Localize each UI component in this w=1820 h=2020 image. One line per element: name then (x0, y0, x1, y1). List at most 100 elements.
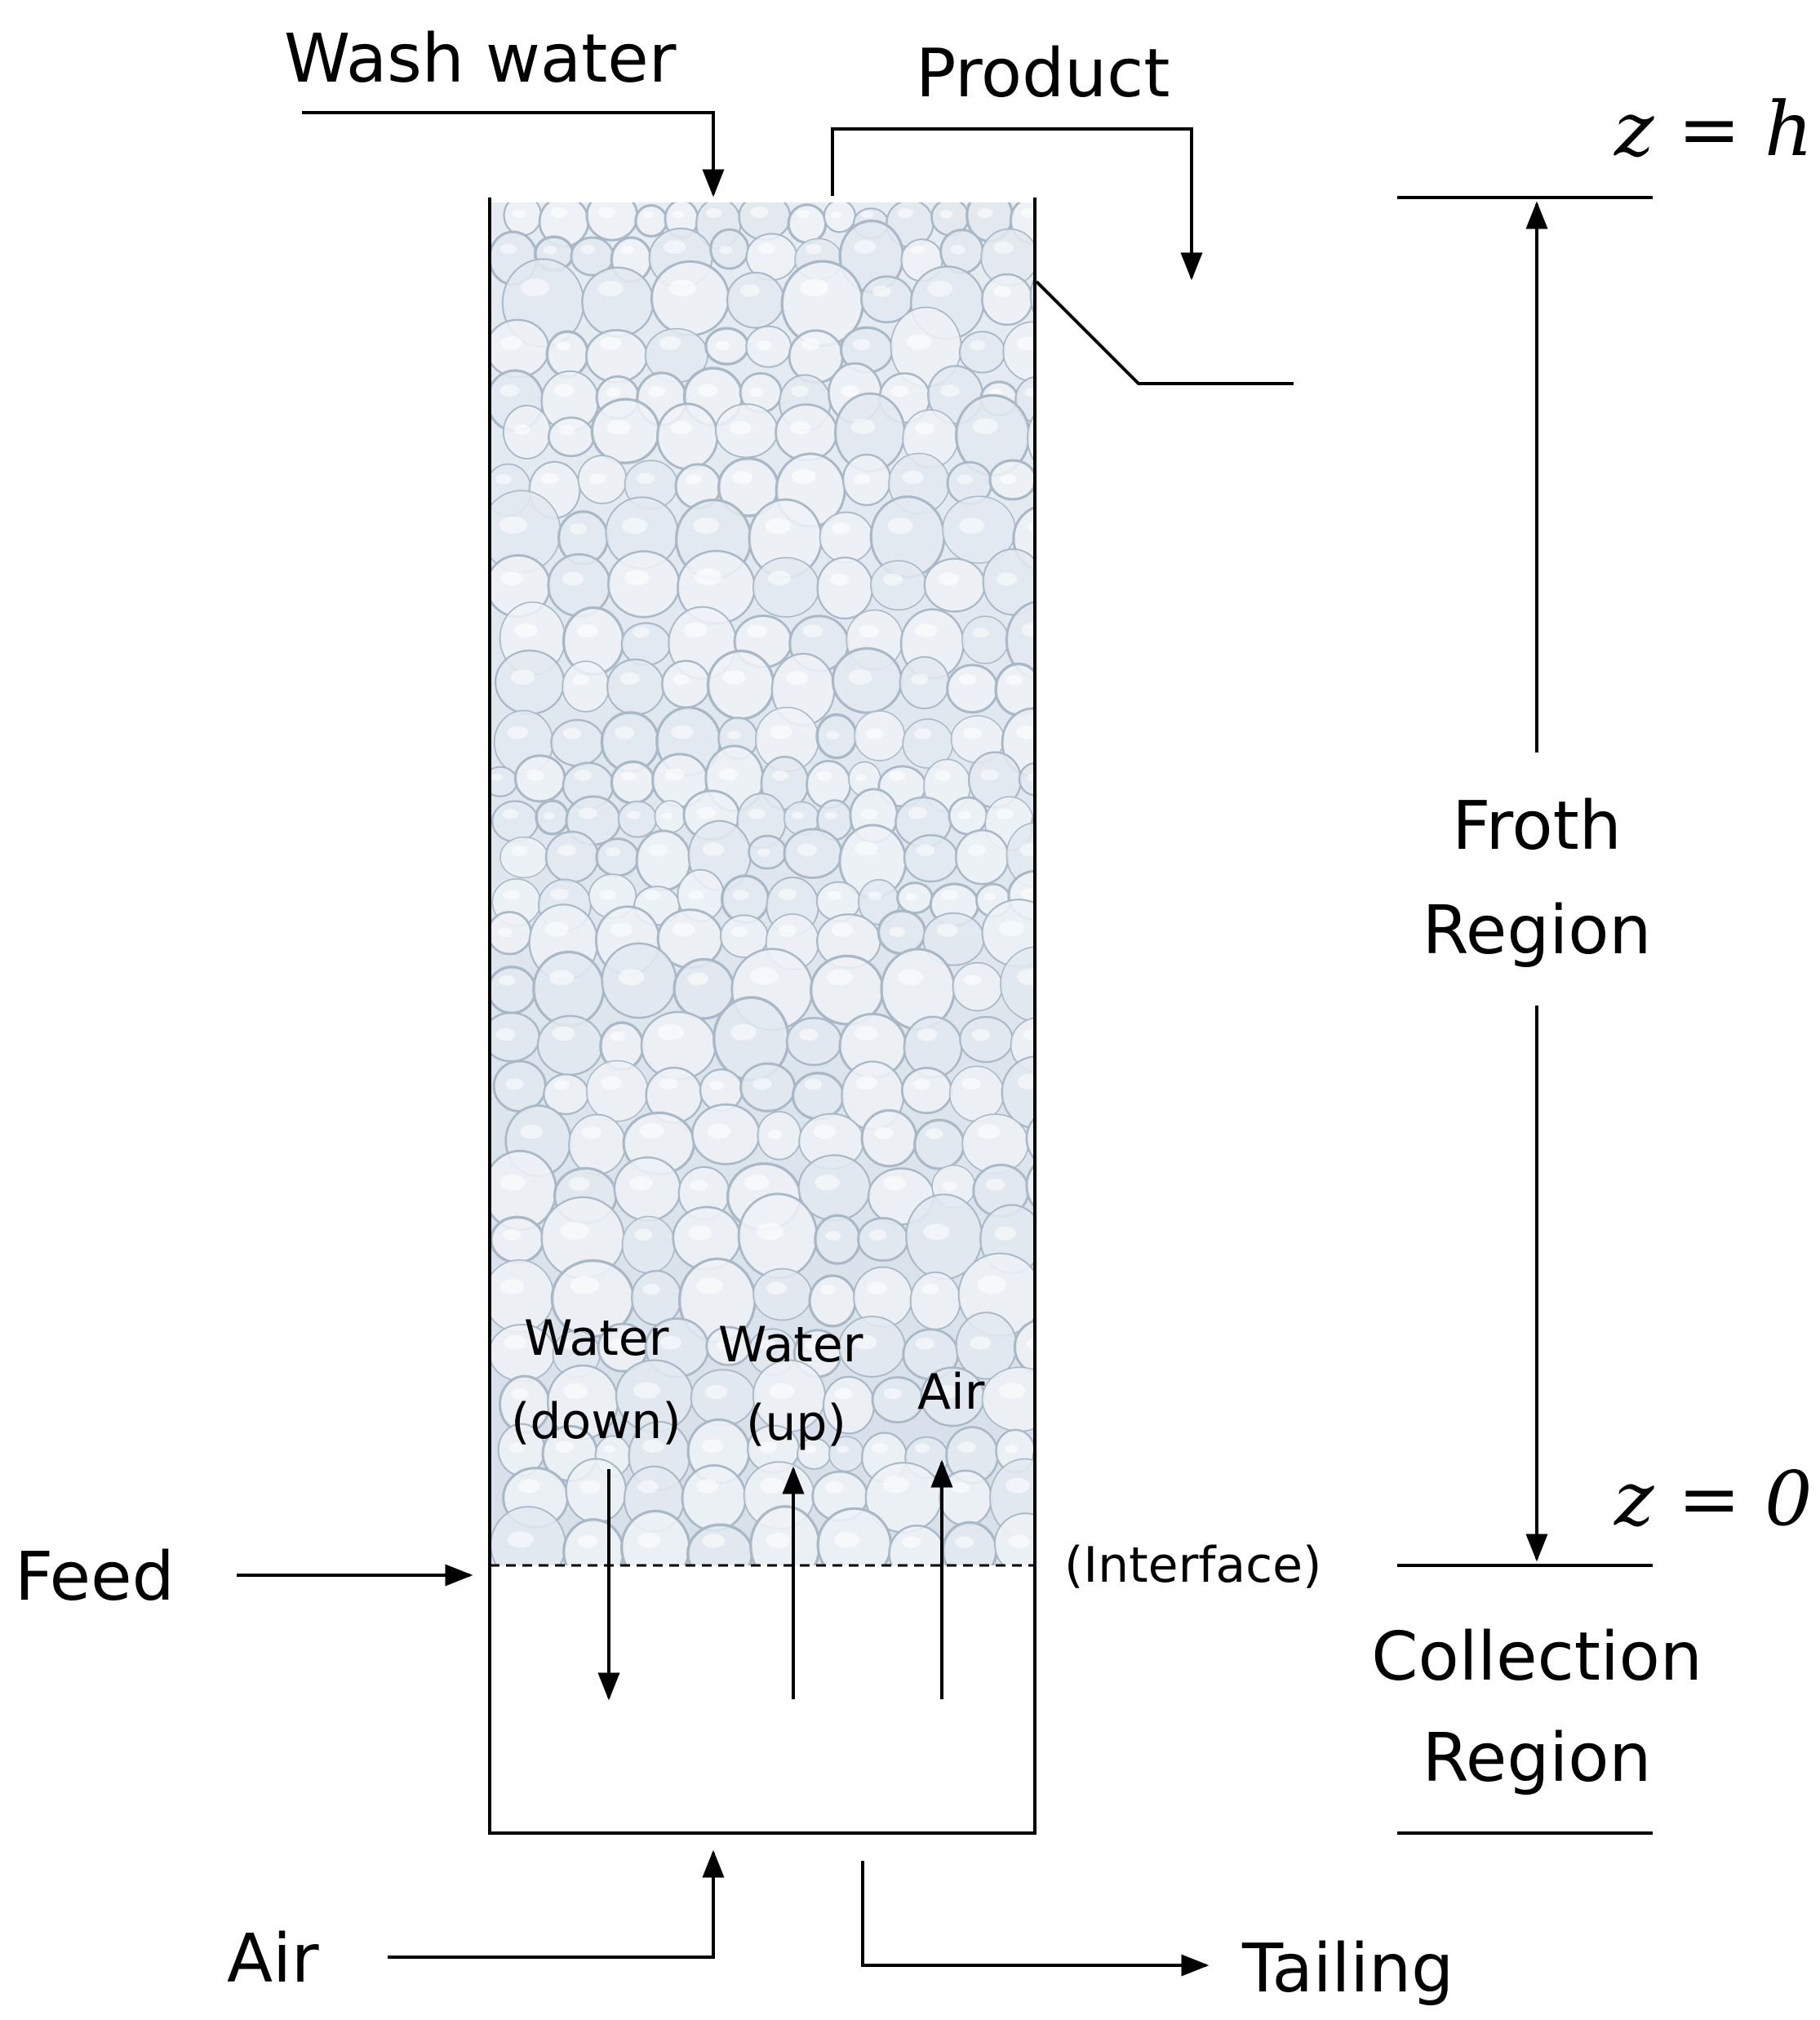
bubble-highlight (730, 420, 752, 435)
bubble-highlight (603, 1445, 616, 1454)
bubble (656, 402, 719, 471)
bubble (1005, 600, 1037, 680)
bubble-highlight (550, 888, 569, 900)
bubble-highlight (805, 1339, 821, 1350)
bubble-highlight (921, 1283, 939, 1295)
bubble-highlight (951, 1481, 970, 1494)
bubble-highlight (915, 1338, 935, 1350)
bubble (490, 1215, 545, 1264)
bubble-highlight (938, 572, 960, 586)
bubble (650, 260, 730, 337)
bubble (752, 1267, 812, 1321)
water-up-label-line2: (up) (746, 1395, 846, 1452)
bubble (1040, 1257, 1123, 1328)
bubble-highlight (629, 1175, 653, 1191)
product-arrow (831, 127, 1203, 281)
column-outline (488, 198, 1037, 1835)
bubble-highlight (549, 970, 575, 986)
bubble (860, 1109, 918, 1168)
bubble-highlight (759, 1477, 785, 1494)
bubble-highlight (511, 846, 528, 857)
bubble (606, 550, 681, 619)
bubble-highlight (852, 339, 871, 350)
bubble (871, 1376, 925, 1423)
bubble-highlight (941, 890, 958, 900)
bubble (900, 1067, 953, 1115)
bubble-highlight (831, 211, 842, 219)
bubble-highlight (491, 773, 504, 781)
bubble (706, 649, 775, 721)
bubble (681, 1464, 747, 1532)
bubble-highlight (826, 890, 842, 900)
bubble-highlight (1067, 206, 1085, 218)
bubble-highlight (797, 210, 810, 219)
bubble-highlight (1043, 420, 1067, 434)
bubble (880, 948, 957, 1031)
bubble-highlight (1043, 1443, 1059, 1453)
bubble-highlight (1017, 969, 1037, 986)
bubble-highlight (872, 1443, 888, 1454)
bubble-highlight (671, 725, 694, 739)
bubble-highlight (923, 1223, 950, 1241)
bubble (619, 1509, 691, 1565)
air-inlet-label: Air (227, 1920, 319, 1998)
bubble-highlight (521, 278, 549, 297)
bubble-highlight (642, 1283, 661, 1295)
bubble-highlight (887, 517, 913, 535)
bubble-highlight (934, 770, 951, 781)
tailing-label: Tailing (1241, 1930, 1454, 2008)
bubble (1054, 367, 1110, 417)
bubble-highlight (503, 1229, 522, 1241)
bubble-highlight (898, 969, 924, 986)
bubble-highlight (554, 384, 575, 397)
collection-region-label-line1: Collection (1371, 1618, 1702, 1696)
bubble-highlight (806, 243, 822, 255)
bubble-highlight (1015, 726, 1037, 739)
bubble-highlight (1070, 921, 1095, 937)
bubble-highlight (901, 1535, 921, 1548)
bubble-highlight (659, 336, 681, 350)
bubble-highlight (799, 1028, 819, 1041)
bubble (923, 557, 986, 613)
bubble-highlight (824, 1481, 845, 1494)
bubble-highlight (730, 1023, 757, 1041)
bubble-highlight (686, 474, 702, 485)
bubble-highlight (673, 674, 690, 686)
bubble (1062, 873, 1108, 920)
bubble-highlight (702, 1439, 724, 1453)
bubble (621, 1215, 676, 1274)
bubble-highlight (620, 245, 635, 255)
bubble-highlight (499, 1174, 526, 1191)
bubble-highlight (622, 517, 648, 535)
bubble-highlight (1005, 1445, 1019, 1454)
collection-region-label-line2: Region (1423, 1720, 1652, 1797)
bubble-highlight (791, 385, 809, 397)
bubble-highlight (688, 890, 704, 900)
bubble-highlight (911, 674, 929, 686)
bubble (946, 664, 999, 714)
bubble (909, 1271, 961, 1330)
bubble (939, 1469, 993, 1527)
bubble (585, 1059, 649, 1122)
bubble-highlight (497, 927, 513, 938)
bubble-highlight (633, 627, 650, 638)
bubble-highlight (644, 890, 660, 900)
bubble (1025, 1114, 1037, 1163)
bubble-highlight (664, 240, 686, 255)
bubble-highlight (505, 1078, 524, 1090)
water-down-label-line1: Water (524, 1310, 669, 1367)
bubble-highlight (883, 573, 903, 586)
bubble-highlight (499, 1279, 525, 1294)
bubble-highlight (859, 625, 879, 638)
bubble (1041, 1210, 1101, 1265)
feed-label: Feed (15, 1538, 175, 1616)
bubble-highlight (867, 1281, 888, 1295)
bubble-highlight (765, 517, 791, 535)
bubble (981, 273, 1033, 326)
bubble-highlight (702, 842, 725, 856)
bubble-highlight (797, 843, 818, 857)
bubble (1001, 1055, 1037, 1130)
bubble-highlight (837, 1445, 850, 1454)
bubble-highlight (993, 286, 1011, 297)
bubble-highlight (854, 473, 871, 485)
